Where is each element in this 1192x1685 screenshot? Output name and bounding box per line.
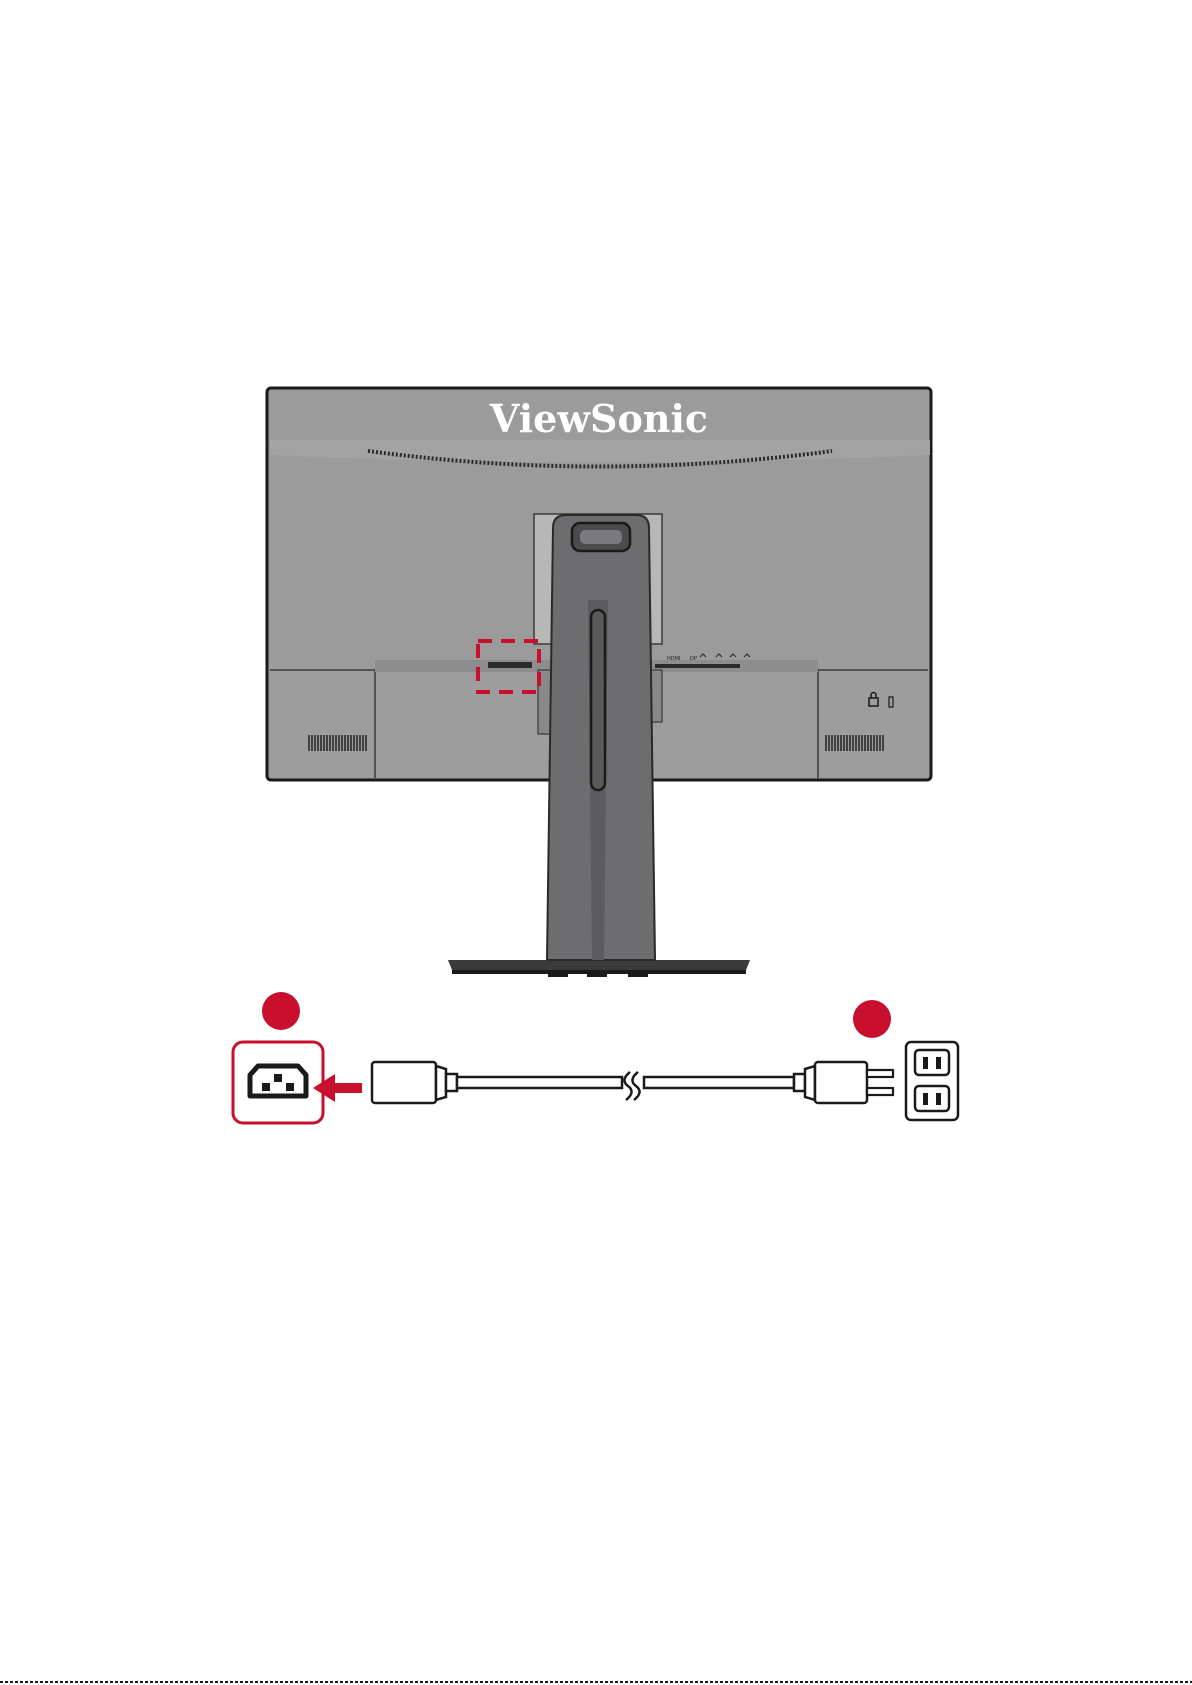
step-marker-1 bbox=[262, 992, 300, 1030]
port-label-dp: DP bbox=[690, 656, 697, 662]
power-cord bbox=[372, 1062, 893, 1103]
ac-power-inlet-icon bbox=[233, 1042, 323, 1123]
step-marker-2 bbox=[853, 1000, 891, 1038]
port-label-hdmi: HDMI bbox=[667, 656, 680, 662]
wall-outlet-icon bbox=[906, 1042, 958, 1120]
brand-logo: ViewSonic bbox=[489, 396, 708, 441]
